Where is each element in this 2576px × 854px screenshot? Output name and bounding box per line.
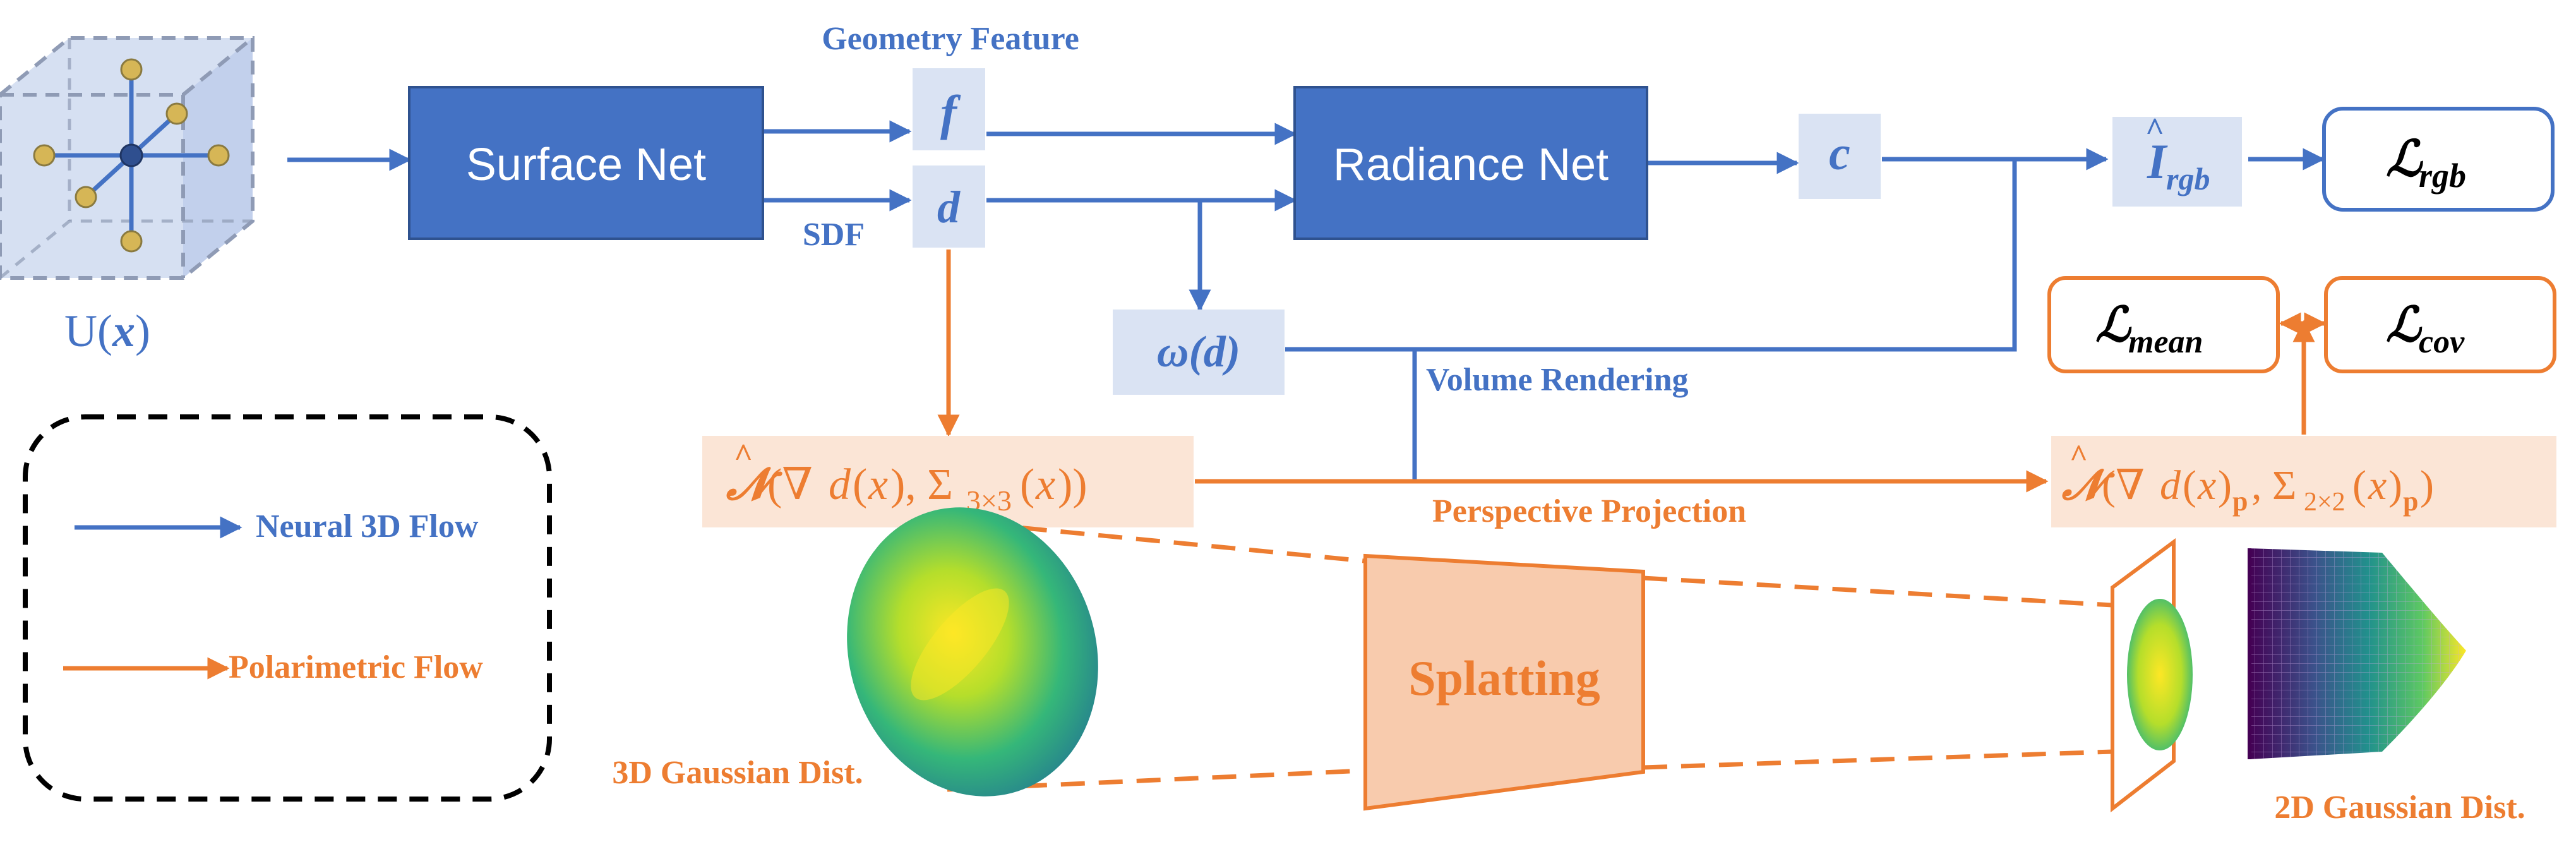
c-variable: c (1829, 127, 1850, 180)
loss-rgb-box (2322, 107, 2555, 212)
gaussian-3d-label: 3D Gaussian Dist. (612, 755, 863, 791)
svg-text:d: d (2160, 462, 2181, 508)
svg-text:(: ( (1020, 460, 1034, 509)
volume-rendering-label: Volume Rendering (1426, 362, 1689, 398)
legend-neural-label: Neural 3D Flow (256, 508, 479, 544)
svg-text:d: d (829, 460, 851, 509)
loss-rgb-label: ℒ rgb (2386, 131, 2466, 195)
svg-text:cov: cov (2419, 324, 2465, 360)
gaussian-2d-label: 2D Gaussian Dist. (2274, 790, 2525, 826)
svg-text:^: ^ (2145, 112, 2164, 148)
polarimetric-flow-arrows (937, 250, 2327, 493)
gaussian-2d-surface-plot (2248, 548, 2466, 759)
svg-text:p: p (2403, 486, 2418, 517)
svg-text:2×2: 2×2 (2304, 488, 2345, 517)
loss-cov-box (2324, 276, 2556, 373)
svg-text:(∇: (∇ (767, 460, 813, 509)
geometry-feature-label: Geometry Feature (822, 21, 1079, 57)
svg-text:ℒ: ℒ (2386, 131, 2423, 186)
cube-with-sample-points-icon (0, 36, 255, 280)
svg-text:): ) (2218, 462, 2232, 508)
f-variable-box (913, 68, 985, 150)
d-variable: d (937, 182, 961, 232)
loss-cov-label: ℒ cov (2386, 299, 2465, 360)
perspective-projection-label: Perspective Projection (1432, 493, 1746, 529)
input-label: U(x) (64, 306, 150, 356)
svg-text:I: I (2147, 134, 2168, 189)
svg-text:(: ( (2352, 462, 2366, 508)
radiance-net-box (1293, 86, 1648, 240)
loss-mean-box (2047, 276, 2280, 373)
svg-text:(: ( (2183, 462, 2196, 508)
svg-text:^: ^ (734, 438, 753, 474)
surface-net-box (408, 86, 764, 240)
splatting-block (1363, 553, 1645, 811)
gaussian-2d-formula-box (2051, 436, 2556, 527)
svg-text:), Σ: ), Σ (890, 460, 953, 509)
surface-net-label: Surface Net (466, 140, 706, 190)
svg-text:): ) (2420, 462, 2434, 508)
svg-text:, Σ: , Σ (2251, 462, 2296, 508)
sdf-label: SDF (803, 217, 865, 253)
radiance-net-label: Radiance Net (1333, 140, 1609, 190)
svg-text:x: x (2368, 462, 2387, 508)
legend-frame (23, 414, 552, 802)
gaussian-2d-ellipse (2127, 599, 2193, 750)
omega-box (1113, 310, 1285, 395)
neural-flow-arrows (287, 120, 2325, 480)
splatting-label: Splatting (1408, 651, 1600, 706)
svg-text:ℒ: ℒ (2386, 299, 2423, 352)
d-variable-box (913, 165, 985, 248)
svg-text:): ) (2388, 462, 2402, 508)
i-rgb-variable: I ^ rgb (2145, 112, 2210, 196)
loss-mean-label: ℒ mean (2095, 299, 2203, 360)
svg-text:x: x (2197, 462, 2216, 508)
svg-text:ℒ: ℒ (2095, 299, 2132, 352)
omega-variable: ω(d) (1157, 328, 1240, 376)
svg-text:^: ^ (2070, 438, 2088, 473)
gaussian-3d-ellipsoid (847, 507, 1098, 797)
input-cube: U(x) (0, 36, 255, 356)
gaussian-2d-formula: 𝓝 ^ (∇ d ( x ) p , Σ 2×2 ( x ) p ) (2061, 438, 2434, 517)
c-variable-box (1799, 114, 1881, 199)
svg-text:rgb: rgb (2166, 161, 2210, 196)
legend-polarimetric-label: Polarimetric Flow (229, 649, 483, 685)
i-rgb-box (2112, 117, 2242, 207)
svg-text:p: p (2232, 486, 2248, 517)
svg-text:x: x (868, 460, 888, 509)
svg-text:)): )) (1058, 460, 1087, 509)
svg-text:(∇: (∇ (2102, 462, 2145, 508)
svg-text:(: ( (853, 460, 867, 509)
svg-text:rgb: rgb (2419, 157, 2466, 195)
projection-dashes (947, 522, 2113, 792)
svg-text:mean: mean (2128, 324, 2203, 360)
legend: Neural 3D Flow Polarimetric Flow (23, 414, 552, 802)
svg-text:x: x (1035, 460, 1055, 509)
